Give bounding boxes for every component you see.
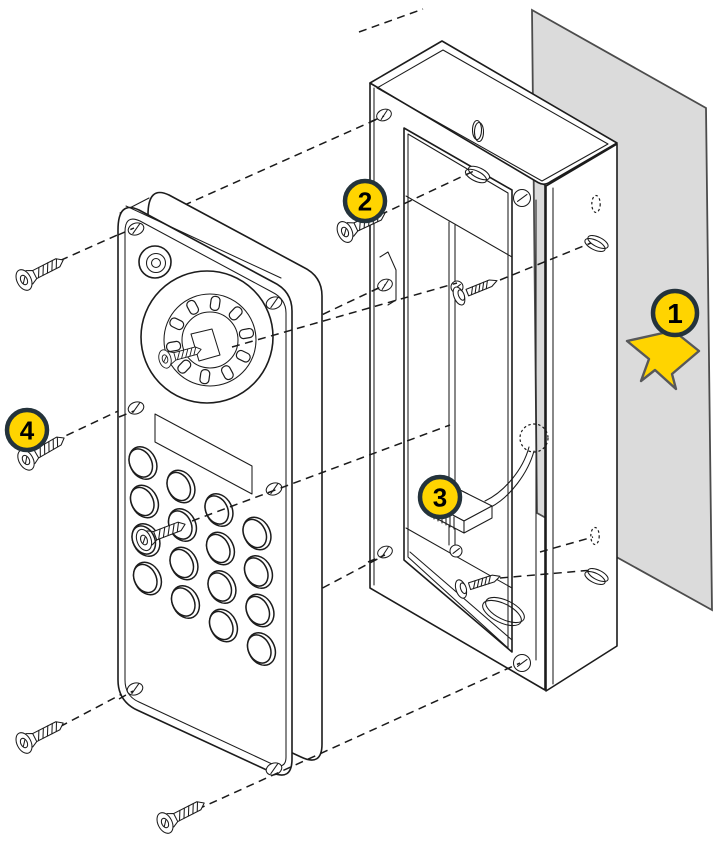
side-hole-top	[584, 194, 609, 252]
keypad-button	[245, 593, 275, 628]
keypad-button	[208, 608, 239, 643]
cable-entry-hole	[519, 423, 549, 453]
box-right-face	[545, 143, 618, 692]
panel-speaker	[140, 270, 274, 404]
box-top-slot-angled	[464, 165, 491, 184]
speaker-slot	[177, 359, 192, 374]
frame-hole-bottom-center	[512, 653, 532, 673]
keypad-button	[132, 561, 163, 596]
callout-1-number: 1	[667, 298, 683, 329]
callout-3-number: 3	[433, 483, 447, 513]
mounting-screw-bottom-left	[12, 712, 69, 757]
mounting-screw-bottom-center	[153, 792, 210, 837]
mounting-screw-top-left	[12, 249, 69, 294]
keypad-button	[205, 531, 236, 566]
frame-bracket	[379, 251, 397, 306]
box-top-face	[369, 40, 618, 185]
frame-hole-bottom-left	[375, 543, 395, 561]
callout-2-number: 2	[358, 187, 372, 217]
speaker-slot	[238, 327, 255, 340]
speaker-slot	[228, 306, 243, 321]
keypad-button	[169, 546, 199, 581]
alignment-guides-top	[117, 8, 594, 816]
speaker-slot	[220, 365, 234, 381]
front-panel	[117, 191, 323, 778]
frame-hole-top-right	[512, 188, 532, 208]
keypad-button	[128, 445, 158, 481]
speaker-slot	[235, 349, 251, 363]
keypad-button	[166, 469, 196, 504]
speaker-slot	[209, 295, 221, 312]
panel-camera	[138, 245, 172, 279]
keypad-button	[243, 554, 274, 590]
frame-hole-top-left	[374, 106, 394, 124]
speaker-slot	[199, 368, 211, 385]
ethernet-cable	[484, 446, 535, 508]
callout-3: 3	[417, 474, 463, 520]
floor-cable-knockout	[482, 596, 525, 627]
keypad-button	[242, 516, 272, 551]
side-hole-bottom	[584, 526, 609, 585]
panel-nameplate-window	[154, 413, 253, 495]
callout-4: 4	[4, 407, 50, 453]
back-box	[369, 40, 618, 692]
box-top-slot-vertical	[471, 119, 485, 143]
backwall-screw-hole-bottom	[449, 544, 463, 558]
speaker-slot	[186, 299, 200, 315]
callout-1: 1	[650, 288, 700, 338]
keypad-button	[207, 569, 237, 605]
keypad-button	[170, 584, 201, 620]
keypad-button	[246, 631, 277, 667]
keypad-button	[129, 484, 160, 519]
speaker-slot	[165, 340, 182, 353]
callout-2: 2	[342, 178, 388, 224]
callout-4-number: 4	[20, 416, 35, 446]
speaker-slot	[169, 317, 185, 331]
